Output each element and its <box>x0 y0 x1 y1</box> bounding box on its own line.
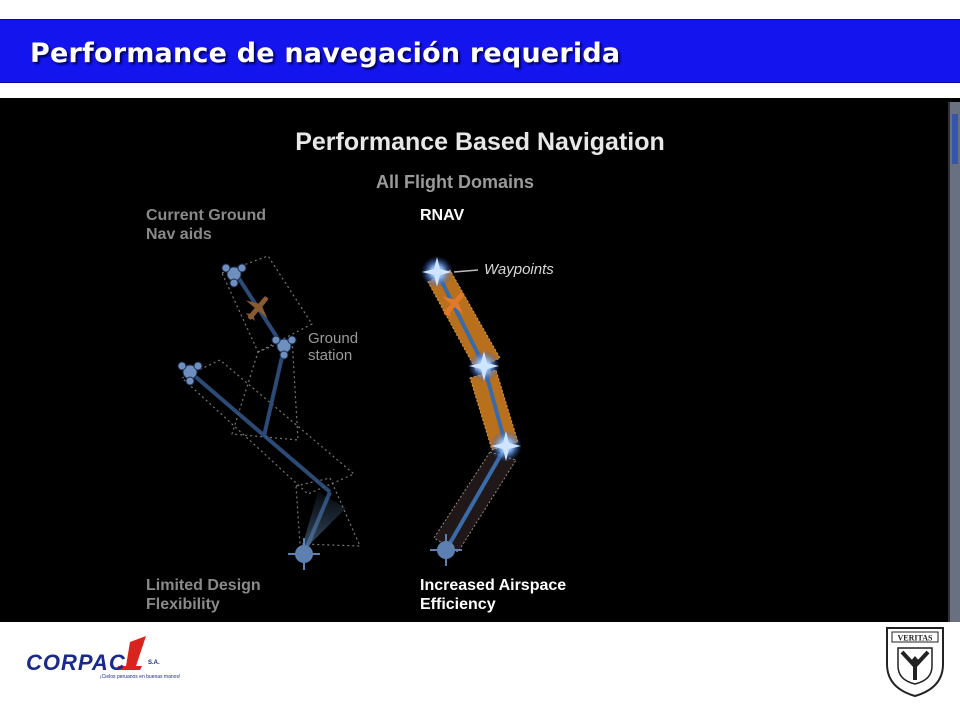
pbn-diagram: Performance Based Navigation All Flight … <box>0 98 960 622</box>
diagram-graphic <box>177 255 522 570</box>
corpac-brand-suffix: S.A. <box>148 660 160 666</box>
left-footer-label: Limited Design Flexibility <box>146 576 261 614</box>
right-footer-label: Increased Airspace Efficiency <box>420 576 566 614</box>
left-footer-line1: Limited Design <box>146 577 261 594</box>
left-footer-line2: Flexibility <box>146 596 220 613</box>
beam-cone <box>300 492 346 554</box>
runway-marker-icon <box>288 538 320 570</box>
ground-station-line1: Ground <box>308 330 359 347</box>
corpac-logo-mark <box>116 636 146 670</box>
diagram-title: Performance Based Navigation <box>295 128 665 156</box>
left-heading: Current Ground Nav aids <box>146 206 266 244</box>
ground-station-icon <box>177 263 297 386</box>
left-track <box>188 272 332 555</box>
ground-station-label: Ground station <box>308 330 358 364</box>
slide-edge-strip <box>948 102 960 622</box>
aircraft-icon <box>245 296 269 322</box>
left-heading-line1: Current Ground <box>146 207 266 224</box>
right-footer-line2: Efficiency <box>420 596 496 613</box>
left-heading-line2: Nav aids <box>146 226 212 243</box>
diagram-subtitle: All Flight Domains <box>376 172 535 192</box>
right-footer-line1: Increased Airspace <box>420 577 567 594</box>
waypoint-icon <box>421 256 522 462</box>
waypoint-leader-line <box>453 269 479 273</box>
left-corridors <box>180 255 361 547</box>
seal-top-text: VERITAS <box>898 634 934 643</box>
rnav-corridors <box>427 269 519 553</box>
corpac-brand-word: CORPAC <box>26 650 126 675</box>
slide-title: Performance de navegación requerida <box>30 38 621 69</box>
rnav-runway-marker-icon <box>430 534 462 566</box>
slide-title-bar: Performance de navegación requerida <box>0 19 960 83</box>
rnav-heading: RNAV <box>420 207 465 224</box>
veritas-seal-icon: VERITAS <box>886 627 944 698</box>
ground-station-line2: station <box>308 347 353 364</box>
corpac-tagline: ¡Cielos peruanos en buenas manos! <box>100 674 181 680</box>
waypoints-label: Waypoints <box>484 261 554 278</box>
